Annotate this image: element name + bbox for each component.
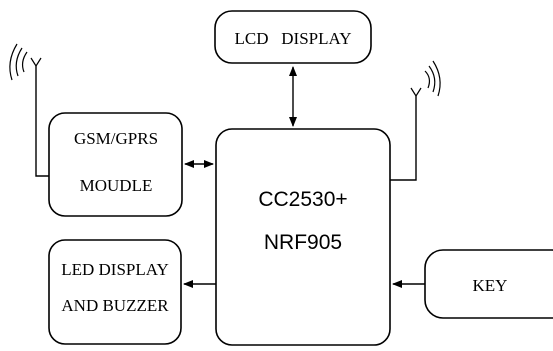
gsm-antenna-icon	[9, 43, 49, 177]
led-buzzer-block: LED DISPLAY AND BUZZER	[48, 239, 182, 345]
key-label: KEY	[473, 276, 508, 295]
mcu-label-line1: CC2530+	[258, 188, 347, 211]
led-buzzer-label-line2: AND BUZZER	[61, 296, 169, 315]
mcu-antenna-icon	[390, 60, 441, 181]
gsm-gprs-module-block: GSM/GPRS MOUDLE	[48, 112, 183, 217]
mcu-block: CC2530+ NRF905	[215, 128, 391, 346]
lcd-display-label: LCD DISPLAY	[235, 29, 352, 48]
mcu-label-line2: NRF905	[264, 231, 342, 254]
led-buzzer-label-line1: LED DISPLAY	[61, 260, 169, 279]
key-block: KEY	[424, 249, 553, 319]
gsm-module-label-line2: MOUDLE	[80, 176, 153, 195]
gsm-module-label-line1: GSM/GPRS	[74, 129, 158, 148]
lcd-display-block: LCD DISPLAY	[214, 10, 372, 64]
